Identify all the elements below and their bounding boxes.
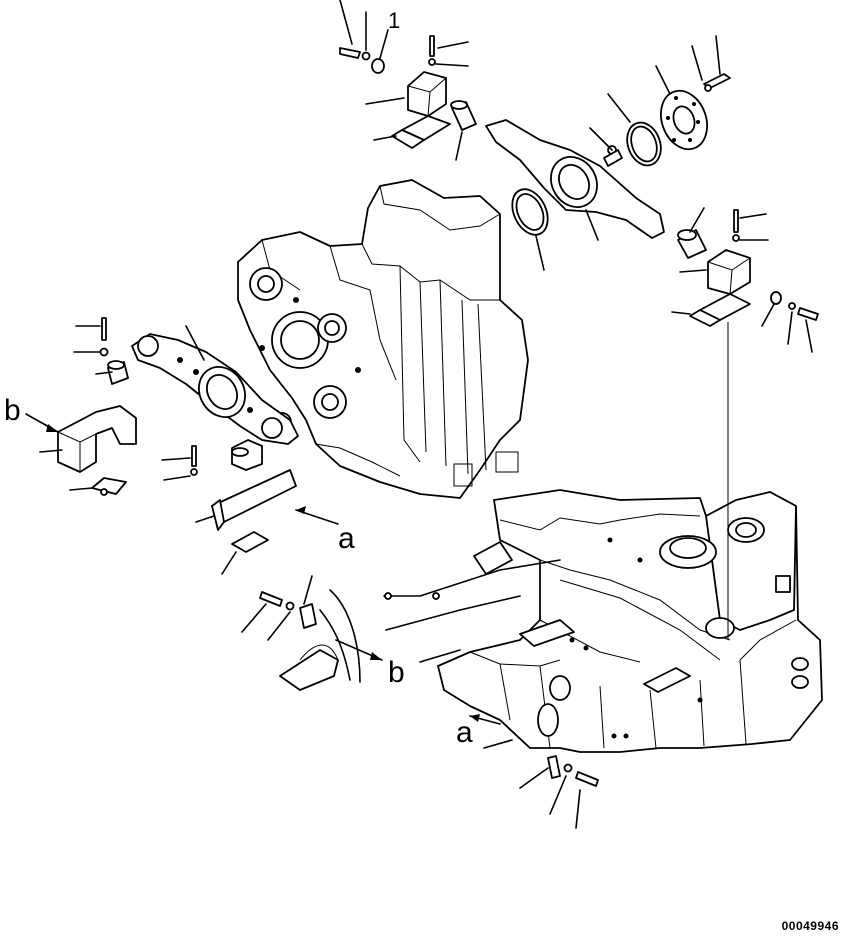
callout-ref-a-lower: a — [456, 716, 473, 749]
transmission-housing — [237, 179, 529, 499]
left-clamp-group — [259, 591, 339, 691]
callout-ref-b-left: b — [4, 394, 21, 427]
top-mount-assembly — [339, 35, 477, 149]
callout-ref-b-lower: b — [388, 656, 405, 689]
figure-number: 00049946 — [781, 919, 839, 933]
callout-ref-a-upper: a — [338, 522, 355, 555]
left-mount-arm — [57, 317, 299, 553]
callout-item-1: 1 — [388, 8, 400, 33]
vehicle-frame — [319, 489, 823, 753]
frame-bolt-group — [547, 755, 599, 787]
right-mount-arm — [485, 73, 819, 327]
leader-lines — [25, 0, 813, 829]
